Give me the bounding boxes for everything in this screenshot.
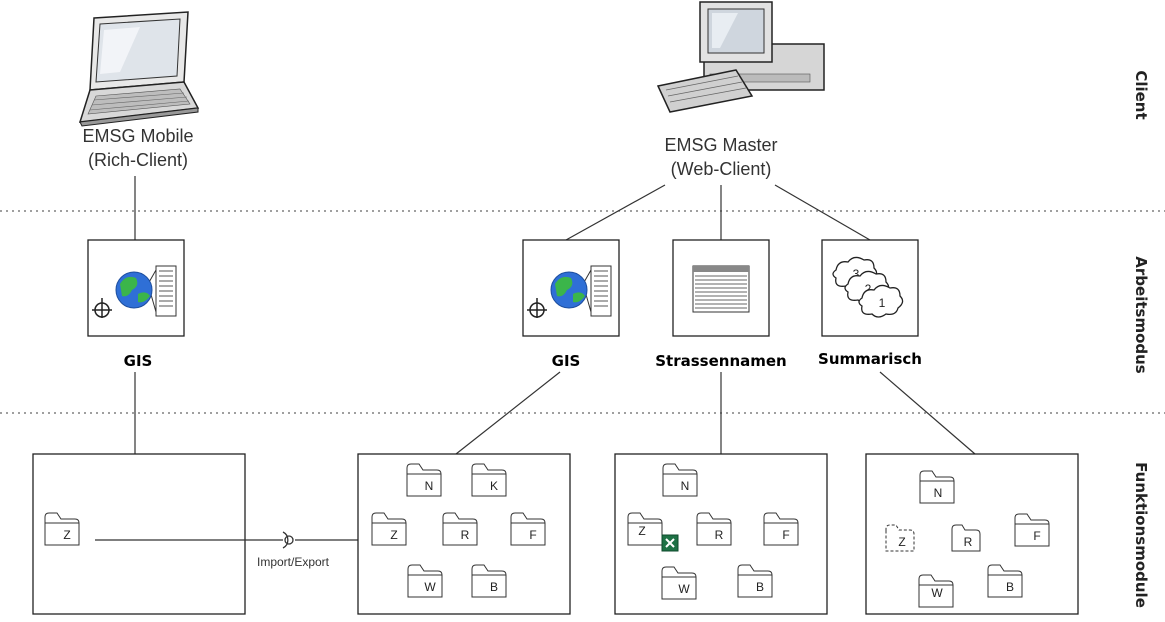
folder-letter: R (715, 528, 724, 542)
gis-globe-icon (92, 265, 177, 318)
folder-letter: B (490, 580, 498, 594)
laptop-icon (78, 11, 200, 127)
folder-letter: N (934, 486, 943, 500)
folder-icon-b-strassennamen: B (737, 564, 773, 598)
folder-letter: W (678, 582, 690, 596)
folder-icon-b-gis: B (471, 564, 507, 598)
folder-icon-r-summarisch: R (951, 524, 981, 552)
mode-label-gis-mobile: GIS (124, 352, 153, 370)
mode-gis-mobile-box (87, 239, 185, 337)
client-mobile-type: (Rich-Client) (88, 150, 188, 170)
folder-icon-w-strassennamen: W (661, 566, 697, 600)
folder-letter: W (424, 580, 436, 594)
gis-globe-icon (527, 265, 612, 318)
street-list-icon (692, 265, 750, 313)
folder-letter: Z (390, 528, 397, 542)
folder-letter: Z (638, 524, 645, 538)
folder-icon-w-summarisch: W (918, 574, 954, 608)
layer-label-client: Client (1132, 70, 1150, 119)
folder-letter: B (756, 580, 764, 594)
folder-icon-f-gis: F (510, 512, 546, 546)
connector-master-gis (565, 184, 666, 241)
folder-letter: B (1006, 580, 1014, 594)
connector-summarisch-box (879, 371, 976, 455)
mode-label-summarisch: Summarisch (818, 350, 922, 368)
mode-gis-master-box (522, 239, 620, 337)
folder-letter: F (782, 528, 789, 542)
client-master-type: (Web-Client) (671, 159, 772, 179)
svg-text:3: 3 (853, 267, 860, 281)
layer-label-mode: Arbeitsmodus (1132, 256, 1150, 374)
import-export-label: Import/Export (257, 555, 330, 569)
folder-icon-z-summarisch: Z (885, 524, 915, 552)
folder-icon-w-gis: W (407, 564, 443, 598)
connector-gis-box (455, 371, 561, 455)
folder-icon-z-gis: Z (371, 512, 407, 546)
mode-label-gis-master: GIS (552, 352, 581, 370)
folder-icon-k-gis: K (471, 463, 507, 497)
interface-ball-icon (284, 535, 294, 545)
folder-icon-r-strassennamen: R (696, 512, 732, 546)
excel-icon (661, 534, 679, 552)
folder-letter: F (1033, 529, 1040, 543)
folder-icon-z-strassennamen: Z (627, 512, 679, 552)
client-master-name: EMSG Master (664, 135, 777, 155)
mode-strassennamen-box (672, 239, 770, 337)
folder-icon-n-strassennamen: N (662, 463, 698, 497)
folder-letter: Z (898, 535, 905, 549)
connector-master-summarisch (774, 184, 871, 241)
folder-icon-n-summarisch: N (919, 470, 955, 504)
layer-label-functions: Funktionsmodule (1132, 462, 1150, 608)
folder-letter: N (681, 479, 690, 493)
svg-text:1: 1 (879, 296, 886, 310)
stacked-clouds-icon: 3 2 1 (832, 256, 904, 318)
folder-icon-f-summarisch: F (1014, 513, 1050, 547)
desktop-computer-icon (656, 1, 825, 113)
connectors (134, 176, 976, 455)
folder-icon-z-mobile: Z (44, 512, 80, 546)
folder-icon-f-strassennamen: F (763, 512, 799, 546)
folder-letter: N (425, 479, 434, 493)
folder-letter: K (490, 479, 498, 493)
folder-letter: Z (63, 528, 70, 542)
folder-letter: R (461, 528, 470, 542)
svg-text:2: 2 (865, 282, 872, 296)
interface-socket-icon (282, 531, 289, 549)
folder-icon-r-gis: R (442, 512, 478, 546)
mode-summarisch-box: 3 2 1 (821, 239, 919, 337)
folder-letter: F (529, 528, 536, 542)
folder-letter: W (931, 586, 943, 600)
folder-icon-b-summarisch: B (987, 564, 1023, 598)
client-mobile-name: EMSG Mobile (82, 126, 193, 146)
folder-letter: R (964, 535, 973, 549)
mode-label-strassennamen: Strassennamen (655, 352, 786, 370)
folder-icon-n-gis: N (406, 463, 442, 497)
